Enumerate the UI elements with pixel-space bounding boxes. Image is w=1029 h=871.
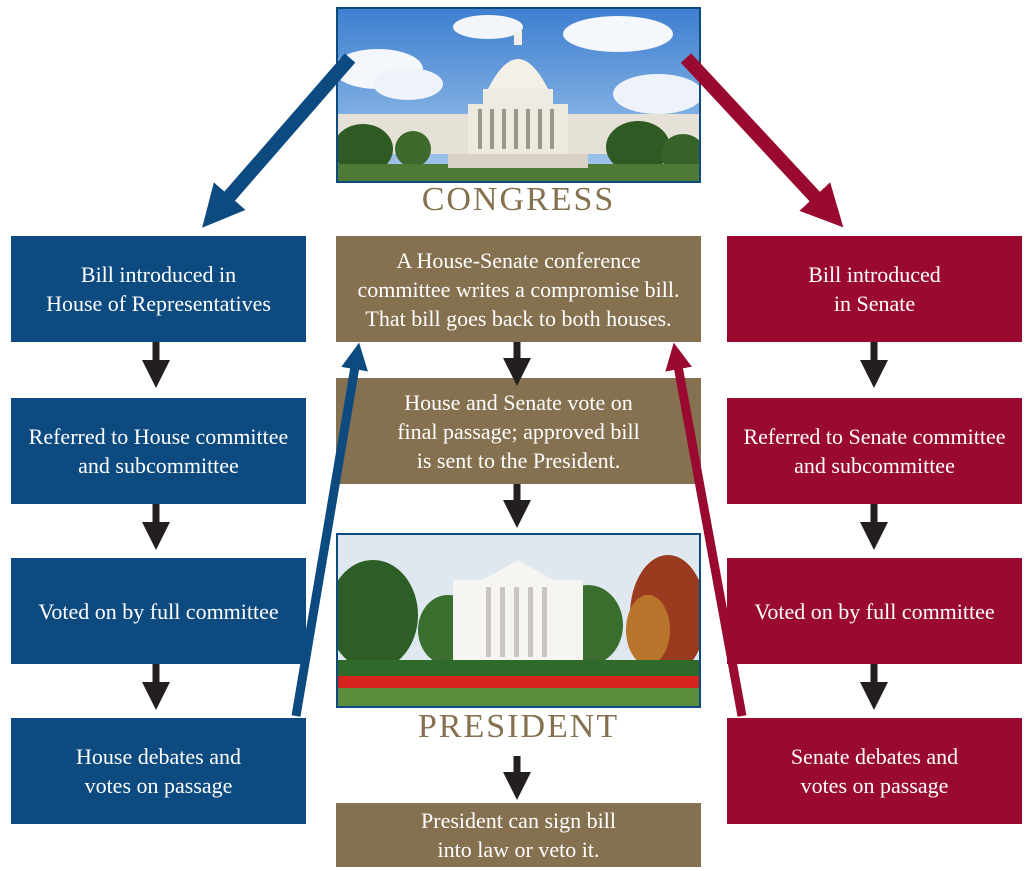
senate-step-full-committee-text: Voted on by full committee (754, 598, 995, 624)
senate-step-debate-text: Senate debates and votes on passage (790, 744, 959, 798)
white-house-photo (336, 533, 701, 708)
president-label: PRESIDENT (417, 708, 620, 745)
final-passage-box: House and Senate vote on final passage; … (336, 378, 701, 484)
house-step-debate-text: House debates and votes on passage (76, 744, 241, 798)
house-step-introduced-text: Bill introduced in House of Representati… (46, 262, 271, 316)
senate-step-committee: Referred to Senate committee and subcomm… (727, 398, 1022, 504)
final-passage-text: House and Senate vote on final passage; … (397, 389, 640, 473)
white-house-illustration (338, 535, 699, 706)
arrow-congress-to-house (202, 53, 356, 228)
senate-step-committee-text: Referred to Senate committee and subcomm… (743, 424, 1006, 478)
capitol-illustration (338, 9, 699, 181)
house-step-introduced: Bill introduced in House of Representati… (11, 236, 306, 342)
senate-step-debate: Senate debates and votes on passage (727, 718, 1022, 824)
house-step-full-committee: Voted on by full committee (11, 558, 306, 664)
congress-label: CONGRESS (421, 181, 616, 218)
senate-step-full-committee: Voted on by full committee (727, 558, 1022, 664)
house-step-full-committee-text: Voted on by full committee (38, 598, 279, 624)
arrow-congress-to-senate (680, 53, 844, 228)
house-step-committee-text: Referred to House committee and subcommi… (28, 424, 289, 478)
president-action-text: President can sign bill into law or veto… (421, 808, 616, 862)
arrow-senate-to-conference (665, 342, 747, 717)
conference-committee-box: A House-Senate conference committee writ… (336, 236, 701, 342)
conference-committee-text: A House-Senate conference committee writ… (357, 247, 680, 331)
arrow-house-to-conference (291, 342, 368, 717)
senate-step-introduced-text: Bill introduced in Senate (808, 262, 941, 316)
senate-step-introduced: Bill introduced in Senate (727, 236, 1022, 342)
president-action-box: President can sign bill into law or veto… (336, 803, 701, 867)
house-step-committee: Referred to House committee and subcommi… (11, 398, 306, 504)
capitol-photo (336, 7, 701, 183)
house-step-debate: House debates and votes on passage (11, 718, 306, 824)
